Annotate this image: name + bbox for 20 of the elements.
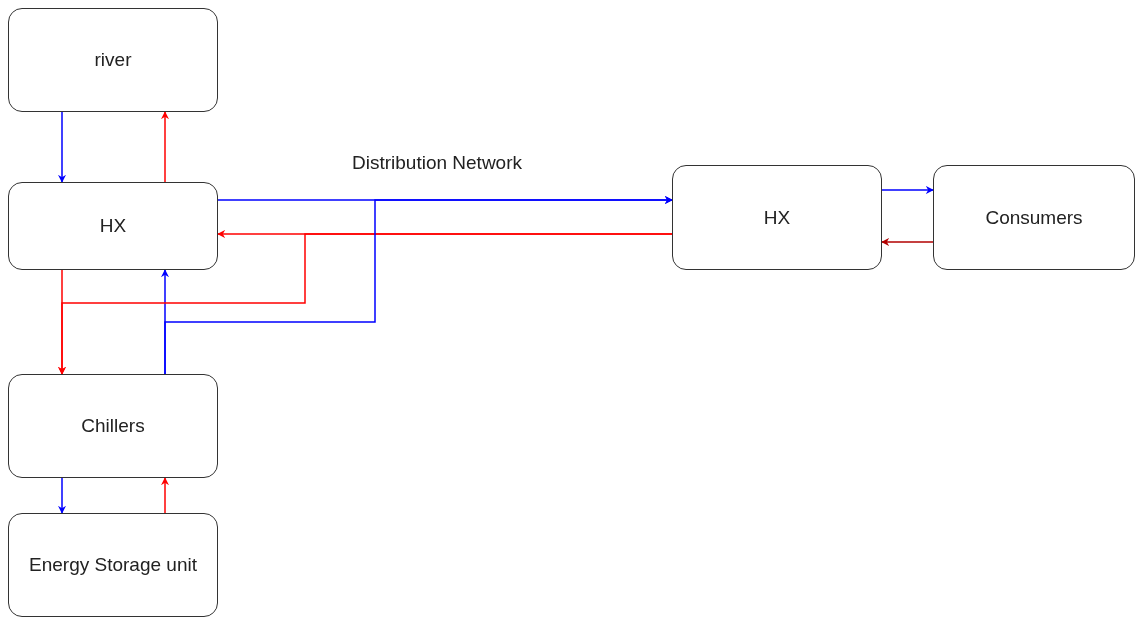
process-box: [672, 165, 882, 270]
node-label: Energy Storage unit: [29, 554, 197, 576]
arrow: [58, 111, 66, 183]
arrow: [881, 186, 934, 194]
process-box: [8, 182, 218, 270]
arrow: [161, 477, 169, 514]
node-label: HX: [763, 206, 791, 229]
arrow: [58, 477, 66, 514]
node-label: Consumers: [985, 206, 1083, 229]
process-box: [8, 374, 218, 478]
node-label: Chillers: [81, 415, 145, 437]
arrow: [164, 196, 673, 375]
process-box: [933, 165, 1135, 270]
arrow: [161, 111, 169, 183]
node-label: river: [94, 49, 132, 71]
arrow: [58, 233, 673, 375]
process-box: [8, 8, 218, 112]
arrow: [881, 238, 934, 246]
process-box: [8, 513, 218, 617]
node-label: HX: [99, 215, 127, 237]
